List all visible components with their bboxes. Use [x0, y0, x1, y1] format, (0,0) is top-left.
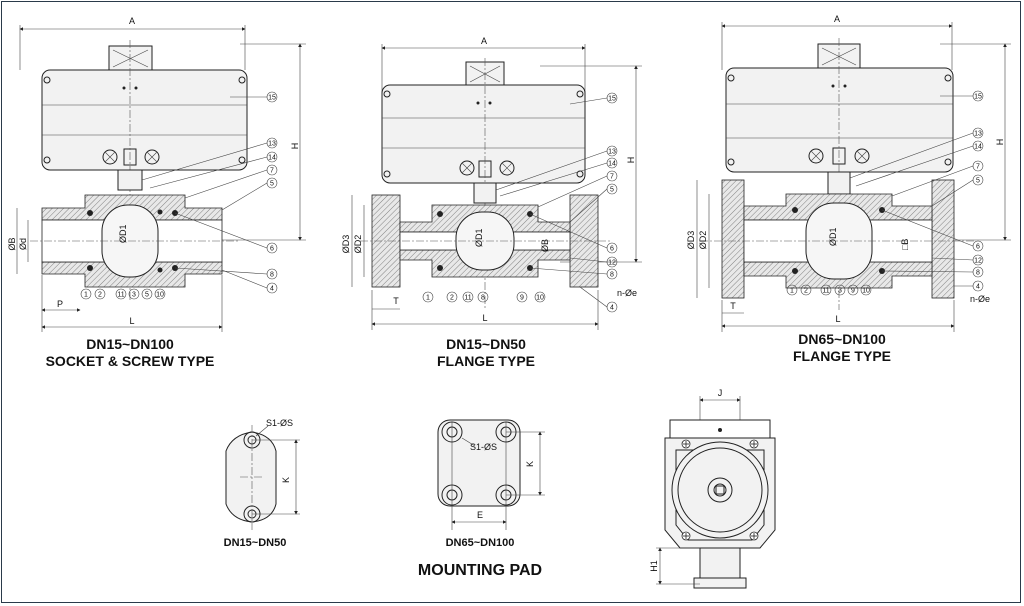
svg-text:5: 5	[976, 178, 980, 185]
svg-text:7: 7	[976, 164, 980, 171]
svg-text:14: 14	[268, 155, 276, 162]
view1-type: SOCKET & SCREW TYPE	[45, 353, 215, 369]
svg-text:10: 10	[862, 288, 870, 295]
flange-small-view: A H ØD1 ØB ØD3 ØD2	[341, 36, 642, 330]
dim-a-1: A	[129, 16, 135, 26]
svg-text:6: 6	[976, 244, 980, 251]
svg-text:5: 5	[610, 187, 614, 194]
svg-text:8: 8	[976, 270, 980, 277]
dim-d1-1: ØD1	[118, 224, 128, 243]
svg-text:1: 1	[426, 295, 430, 302]
dim-d-1: Ød	[18, 238, 28, 250]
dim-t-3: T	[730, 301, 736, 311]
dim-d1-2: ØD1	[474, 228, 484, 247]
svg-text:12: 12	[608, 260, 616, 267]
pad2-label: DN65~DN100	[445, 537, 515, 549]
dim-a-3: A	[834, 14, 840, 24]
svg-text:13: 13	[608, 149, 616, 156]
svg-text:11: 11	[822, 288, 829, 295]
svg-text:6: 6	[270, 246, 274, 253]
callout: 15	[268, 95, 276, 102]
svg-text:7: 7	[270, 168, 274, 175]
dim-l-3: L	[835, 314, 840, 324]
dim-l-1: L	[129, 316, 134, 326]
svg-text:11: 11	[464, 295, 471, 302]
svg-text:2: 2	[804, 288, 808, 295]
dim-d3-3: ØD3	[686, 231, 696, 250]
svg-text:7: 7	[610, 174, 614, 181]
svg-text:15: 15	[608, 96, 616, 103]
svg-text:14: 14	[608, 161, 616, 168]
pad1-bolt-label: S1-ØS	[266, 418, 293, 428]
view2-range: DN15~DN50	[446, 336, 526, 352]
svg-text:15: 15	[974, 94, 982, 101]
dim-d1-3: ØD1	[828, 227, 838, 246]
svg-text:6: 6	[610, 246, 614, 253]
dim-k-pad1: K	[281, 477, 291, 483]
svg-text:11: 11	[117, 292, 124, 299]
mounting-pad-small: K S1-ØS	[225, 418, 300, 530]
dim-h-1: H	[290, 143, 300, 150]
mounting-pad-title: MOUNTING PAD	[417, 562, 543, 579]
svg-text:14: 14	[974, 144, 982, 151]
svg-text:3: 3	[132, 292, 136, 299]
svg-text:13: 13	[974, 131, 982, 138]
view3-type: FLANGE TYPE	[792, 348, 891, 364]
svg-text:12: 12	[974, 258, 982, 265]
mounting-pad-large: E K S1-ØS	[437, 419, 545, 530]
svg-text:1: 1	[84, 292, 88, 299]
view2-caption: DN15~DN50 FLANGE TYPE	[396, 336, 576, 370]
dim-p-1: P	[57, 299, 63, 309]
svg-text:4: 4	[270, 286, 274, 293]
svg-text:10: 10	[536, 295, 544, 302]
dim-d3-2: ØD3	[341, 235, 351, 254]
flange-large-view: A H ØD1 □B ØD3 ØD2	[686, 14, 1011, 332]
svg-text:9: 9	[851, 288, 855, 295]
dim-h-2: H	[626, 157, 636, 164]
pad1-label: DN15~DN50	[223, 537, 287, 549]
dim-b-1: ØB	[7, 237, 17, 250]
svg-text:1: 1	[790, 288, 794, 295]
dim-t-2: T	[393, 296, 399, 306]
dim-d2-3: ØD2	[698, 231, 708, 250]
svg-text:13: 13	[268, 141, 276, 148]
socket-screw-view: A H ØD1 ØB Ød P	[7, 16, 306, 332]
dim-d2-2: ØD2	[353, 235, 363, 254]
svg-text:2: 2	[98, 292, 102, 299]
view1-caption: DN15~DN100 SOCKET & SCREW TYPE	[40, 336, 220, 370]
dim-b-2: ØB	[540, 239, 550, 252]
svg-text:4: 4	[976, 284, 980, 291]
svg-text:8: 8	[481, 295, 485, 302]
svg-text:2: 2	[450, 295, 454, 302]
dim-l-2: L	[482, 313, 487, 323]
svg-text:5: 5	[145, 292, 149, 299]
svg-text:10: 10	[156, 292, 164, 299]
actuator-bottom-view: J H1	[649, 388, 776, 589]
dim-bolt-2: n-Øe	[617, 288, 637, 298]
dim-sqb-3: □B	[900, 239, 910, 250]
svg-text:4: 4	[610, 305, 614, 312]
svg-text:9: 9	[520, 295, 524, 302]
view2-type: FLANGE TYPE	[436, 353, 535, 369]
dim-a-2: A	[481, 36, 487, 46]
svg-text:8: 8	[610, 272, 614, 279]
dim-e-pad2: E	[477, 510, 483, 520]
svg-text:3: 3	[838, 288, 842, 295]
pad2-bolt-label: S1-ØS	[470, 442, 497, 452]
dim-bolt-3: n-Øe	[970, 294, 990, 304]
view3-range: DN65~DN100	[798, 331, 886, 347]
dim-j: J	[718, 388, 723, 398]
view1-range: DN15~DN100	[86, 336, 174, 352]
dim-k-pad2: K	[525, 461, 535, 467]
dim-h1: H1	[649, 560, 659, 572]
svg-text:5: 5	[270, 181, 274, 188]
svg-text:8: 8	[270, 272, 274, 279]
dim-h-3: H	[995, 139, 1005, 146]
view3-caption: DN65~DN100 FLANGE TYPE	[752, 331, 932, 365]
